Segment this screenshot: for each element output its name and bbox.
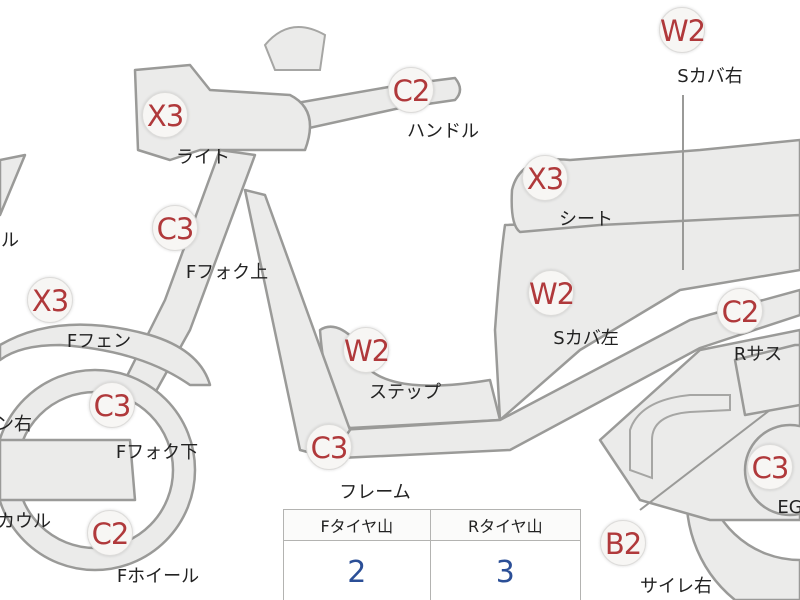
label-front-fender: Fフェン	[66, 331, 132, 352]
grade-marker-front-wheel[interactable]: C2	[87, 510, 133, 556]
left-edge-shape	[0, 153, 27, 217]
cowl-shape	[0, 438, 137, 502]
label-partial-left: ル	[1, 230, 19, 251]
label-front-wheel: Fホイール	[116, 566, 200, 587]
label-side-cover-right: Sカバ右	[677, 66, 743, 87]
grade-marker-side-cover-left[interactable]: W2	[528, 270, 575, 316]
label-front-fork-lower: Fフォク下	[115, 442, 199, 463]
label-light: ライト	[176, 147, 230, 168]
exhaust-guard-shape	[629, 394, 731, 480]
label-frame: フレーム	[339, 482, 411, 503]
grade-marker-step[interactable]: W2	[343, 327, 390, 373]
grade-marker-engine[interactable]: C3	[747, 444, 793, 490]
frame-tube-shape	[243, 188, 352, 460]
grade-marker-muffler-right[interactable]: B2	[600, 520, 646, 566]
front-tire-header: Fタイヤ山	[283, 509, 431, 541]
rear-suspension-shape	[733, 343, 800, 417]
label-cowl: カウル	[0, 511, 51, 532]
tire-tread-table: Fタイヤ山 Rタイヤ山 2 3	[283, 509, 582, 600]
grade-marker-front-fork-lower[interactable]: C3	[89, 382, 135, 428]
front-fender-shape	[0, 323, 212, 387]
grade-marker-light[interactable]: X3	[142, 92, 188, 138]
body-cover-shape	[493, 213, 800, 422]
front-tire-value: 2	[283, 540, 431, 600]
grade-marker-seat[interactable]: X3	[522, 155, 568, 201]
label-front-fork-upper: Fフォク上	[185, 262, 269, 283]
label-engine: EG	[777, 497, 800, 518]
grade-marker-handle[interactable]: C2	[388, 67, 434, 113]
rear-tire-header: Rタイヤ山	[429, 509, 582, 541]
leader-line-muffler	[639, 409, 771, 511]
label-partial-right: ン右	[0, 414, 32, 435]
mirror-shape	[263, 26, 327, 71]
grade-marker-front-fork-upper[interactable]: C3	[152, 205, 198, 251]
grade-marker-frame[interactable]: C3	[306, 424, 352, 470]
rear-tire-value: 3	[429, 540, 582, 600]
label-seat: シート	[559, 209, 613, 230]
label-muffler-right: サイレ右	[640, 576, 712, 597]
label-rear-suspension: Rサス	[733, 344, 783, 365]
grade-marker-rear-suspension[interactable]: C2	[717, 288, 763, 334]
grade-marker-side-cover-right[interactable]: W2	[659, 7, 706, 53]
label-handle: ハンドル	[407, 121, 479, 142]
grade-marker-front-fender[interactable]: X3	[27, 277, 73, 323]
light-shape	[133, 63, 312, 162]
label-step: ステップ	[369, 382, 441, 403]
frame-lower-shape	[338, 288, 800, 460]
label-side-cover-left: Sカバ左	[553, 328, 619, 349]
